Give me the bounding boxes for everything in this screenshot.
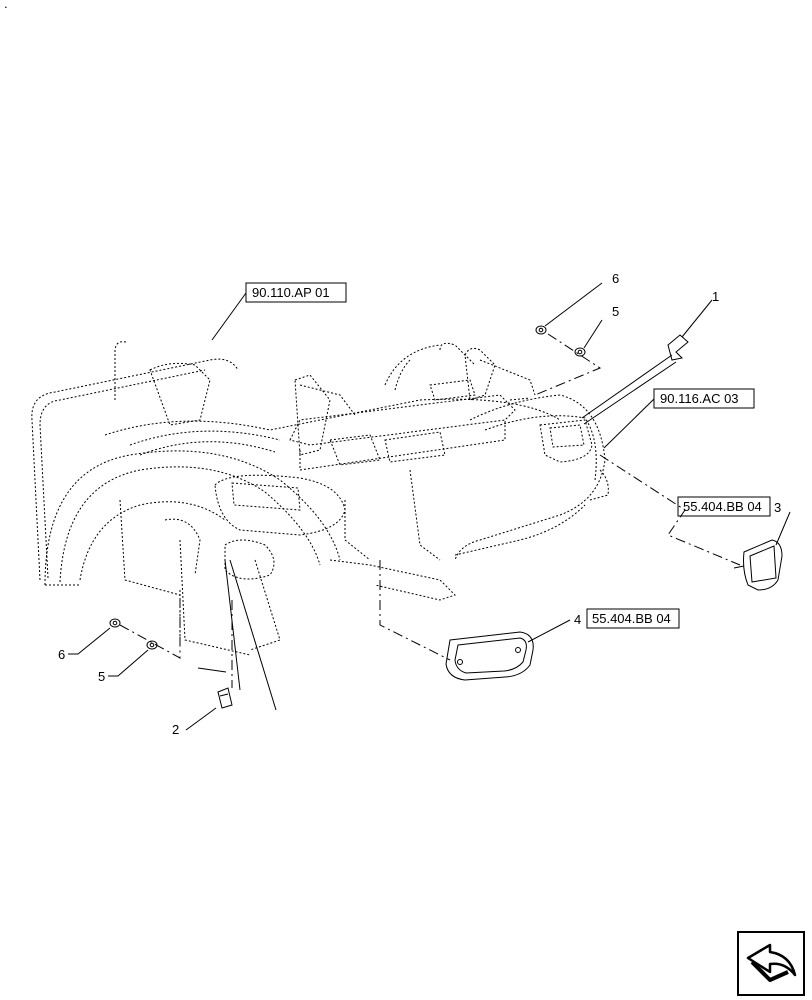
callout-2: 2 xyxy=(172,722,179,737)
svg-text:90.116.AC 03: 90.116.AC 03 xyxy=(660,391,739,406)
svg-text:90.110.AP 01: 90.110.AP 01 xyxy=(252,285,330,300)
callout-6-left: 6 xyxy=(58,647,65,662)
nut-part-6-right xyxy=(535,282,603,335)
wiring-harness-lines xyxy=(197,354,677,711)
callout-3: 3 xyxy=(774,500,781,515)
nut-part-6-left xyxy=(68,618,121,655)
callout-5-right: 5 xyxy=(612,304,619,319)
reference-box-55-404-bb-04-right[interactable]: 55.404.BB 04 xyxy=(677,496,771,517)
forward-arrow-icon[interactable] xyxy=(737,931,805,996)
connector-part-1 xyxy=(667,299,713,361)
clip-part-2 xyxy=(185,687,233,731)
washer-part-5-left xyxy=(108,640,158,677)
svg-text:55.404.BB 04: 55.404.BB 04 xyxy=(683,499,762,514)
reference-box-90-116-ac-03[interactable]: 90.116.AC 03 xyxy=(603,388,755,449)
reference-box-90-110-ap-01[interactable]: 90.110.AP 01 xyxy=(211,282,347,341)
lamp-part-3 xyxy=(733,511,791,591)
callout-6-right: 6 xyxy=(612,271,619,286)
tractor-rear-fender-assembly xyxy=(31,341,609,656)
reference-box-55-404-bb-04-bottom[interactable]: 55.404.BB 04 xyxy=(586,608,680,629)
callout-1: 1 xyxy=(712,289,719,304)
washer-part-5-right xyxy=(574,319,603,357)
centerline-lamp-4 xyxy=(379,560,451,661)
callout-5-left: 5 xyxy=(98,669,105,684)
lamp-part-4 xyxy=(445,619,571,681)
centerline-right-fasteners xyxy=(534,333,602,396)
callout-4: 4 xyxy=(574,612,581,627)
corner-mark: . xyxy=(4,0,8,11)
centerline-left-fasteners xyxy=(119,600,181,659)
svg-text:55.404.BB 04: 55.404.BB 04 xyxy=(592,611,671,626)
